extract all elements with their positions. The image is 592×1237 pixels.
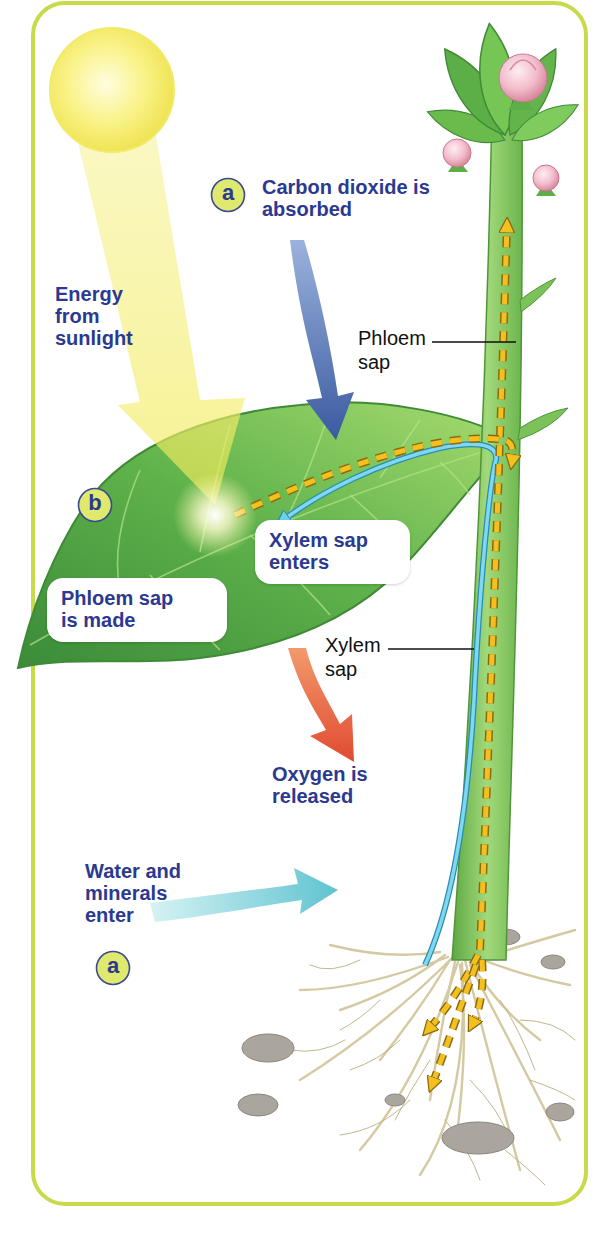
callout-letter: a	[95, 948, 131, 984]
leader-line	[388, 342, 516, 649]
stem	[452, 110, 568, 960]
root-hairs	[290, 960, 575, 1185]
part-label: Phloem sap	[358, 326, 443, 374]
callout-letter: b	[77, 485, 113, 521]
callout-badge: a	[210, 177, 246, 213]
callout-badge: b	[77, 487, 113, 523]
process-label: Oxygen is released	[272, 763, 402, 807]
process-label: Water and minerals enter	[85, 860, 215, 926]
sunlight	[50, 28, 257, 557]
callout-badge: a	[95, 950, 131, 986]
callout-letter: a	[210, 175, 246, 211]
process-label: Energy from sunlight	[55, 283, 150, 349]
roots	[300, 930, 575, 1175]
box-text: Phloem sap is made	[61, 587, 186, 631]
phloem-path	[235, 225, 513, 1085]
process-label: Carbon dioxide is absorbed	[262, 176, 452, 220]
stones	[238, 929, 574, 1154]
flower-buds	[443, 54, 559, 196]
text-box: Xylem sap enters	[255, 520, 410, 584]
box-text: Xylem sap enters	[269, 529, 394, 573]
top-foliage	[423, 21, 583, 151]
carbon-dioxide-arrow	[290, 240, 354, 440]
text-box: Phloem sap is made	[47, 578, 227, 642]
leaf	[18, 402, 515, 668]
part-label: Xylem sap	[325, 633, 395, 681]
